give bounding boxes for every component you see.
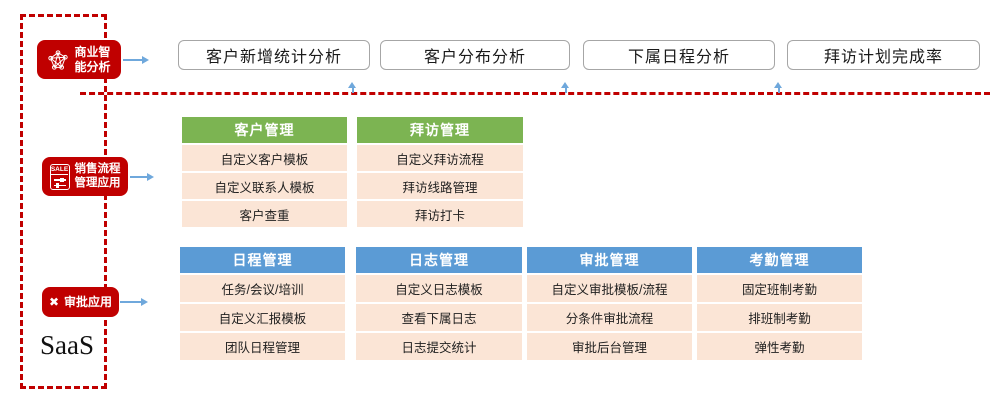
- table-row: 自定义客户模板: [182, 145, 347, 171]
- table-approval-management: 审批管理 自定义审批模板/流程 分条件审批流程 审批后台管理: [527, 247, 692, 360]
- analysis-box-subordinate-schedule: 下属日程分析: [583, 40, 775, 70]
- table-attendance-management: 考勤管理 固定班制考勤 排班制考勤 弹性考勤: [697, 247, 862, 360]
- table-row: 自定义日志模板: [356, 275, 522, 302]
- table-row: 自定义联系人模板: [182, 173, 347, 199]
- label-sales-line2: 管理应用: [74, 176, 121, 189]
- table-header: 日志管理: [356, 247, 522, 273]
- arrow-up-to-box1: [348, 82, 357, 93]
- label-business-intelligence: 商业智 能分析: [37, 40, 121, 79]
- label-bi-line2: 能分析: [74, 59, 111, 74]
- table-row: 团队日程管理: [180, 333, 345, 360]
- table-row: 分条件审批流程: [527, 304, 692, 331]
- network-graph-icon: [48, 49, 69, 70]
- sale-sliders-icon: SALE: [49, 163, 70, 190]
- table-row: 自定义拜访流程: [357, 145, 523, 171]
- sale-icon-text: SALE: [50, 166, 69, 176]
- table-row: 查看下属日志: [356, 304, 522, 331]
- table-row: 审批后台管理: [527, 333, 692, 360]
- table-header: 审批管理: [527, 247, 692, 273]
- saas-caption: SaaS: [40, 330, 94, 360]
- table-row: 排班制考勤: [697, 304, 862, 331]
- analysis-box-visit-plan-completion: 拜访计划完成率: [787, 40, 980, 70]
- table-header: 日程管理: [180, 247, 345, 273]
- table-row: 固定班制考勤: [697, 275, 862, 302]
- table-header: 客户管理: [182, 117, 347, 143]
- slider-bar-icon: [53, 177, 66, 183]
- table-visit-management: 拜访管理 自定义拜访流程 拜访线路管理 拜访打卡: [357, 117, 523, 227]
- table-schedule-management: 日程管理 任务/会议/培训 自定义汇报模板 团队日程管理: [180, 247, 345, 360]
- table-header: 考勤管理: [697, 247, 862, 273]
- label-bi-line1: 商业智: [74, 45, 111, 60]
- table-row: 拜访打卡: [357, 201, 523, 227]
- table-header: 拜访管理: [357, 117, 523, 143]
- label-sales-process-app: SALE 销售流程 管理应用: [42, 157, 128, 196]
- arrow-sales-to-tables: [130, 173, 154, 181]
- analysis-box-customer-distribution: 客户分布分析: [380, 40, 570, 70]
- label-approval-app: ✖ 审批应用: [42, 287, 119, 317]
- table-row: 弹性考勤: [697, 333, 862, 360]
- x-mark-icon: ✖: [48, 295, 60, 309]
- table-row: 任务/会议/培训: [180, 275, 345, 302]
- arrow-bi-to-boxes: [123, 56, 149, 64]
- arrow-up-to-box3: [774, 82, 783, 93]
- analysis-box-new-customer-stats: 客户新增统计分析: [178, 40, 370, 70]
- table-customer-management: 客户管理 自定义客户模板 自定义联系人模板 客户查重: [182, 117, 347, 227]
- saas-dashed-boundary: [20, 14, 107, 389]
- table-log-management: 日志管理 自定义日志模板 查看下属日志 日志提交统计: [356, 247, 522, 360]
- table-row: 拜访线路管理: [357, 173, 523, 199]
- table-row: 自定义汇报模板: [180, 304, 345, 331]
- label-approval-line1: 审批应用: [64, 294, 113, 309]
- table-row: 日志提交统计: [356, 333, 522, 360]
- arrow-approval-to-tables: [120, 298, 148, 306]
- bi-dashed-divider-line: [80, 92, 990, 95]
- label-sales-line1: 销售流程: [74, 162, 121, 175]
- table-row: 客户查重: [182, 201, 347, 227]
- table-row: 自定义审批模板/流程: [527, 275, 692, 302]
- slider-bar-icon: [53, 183, 66, 188]
- arrow-up-to-box2: [561, 82, 570, 93]
